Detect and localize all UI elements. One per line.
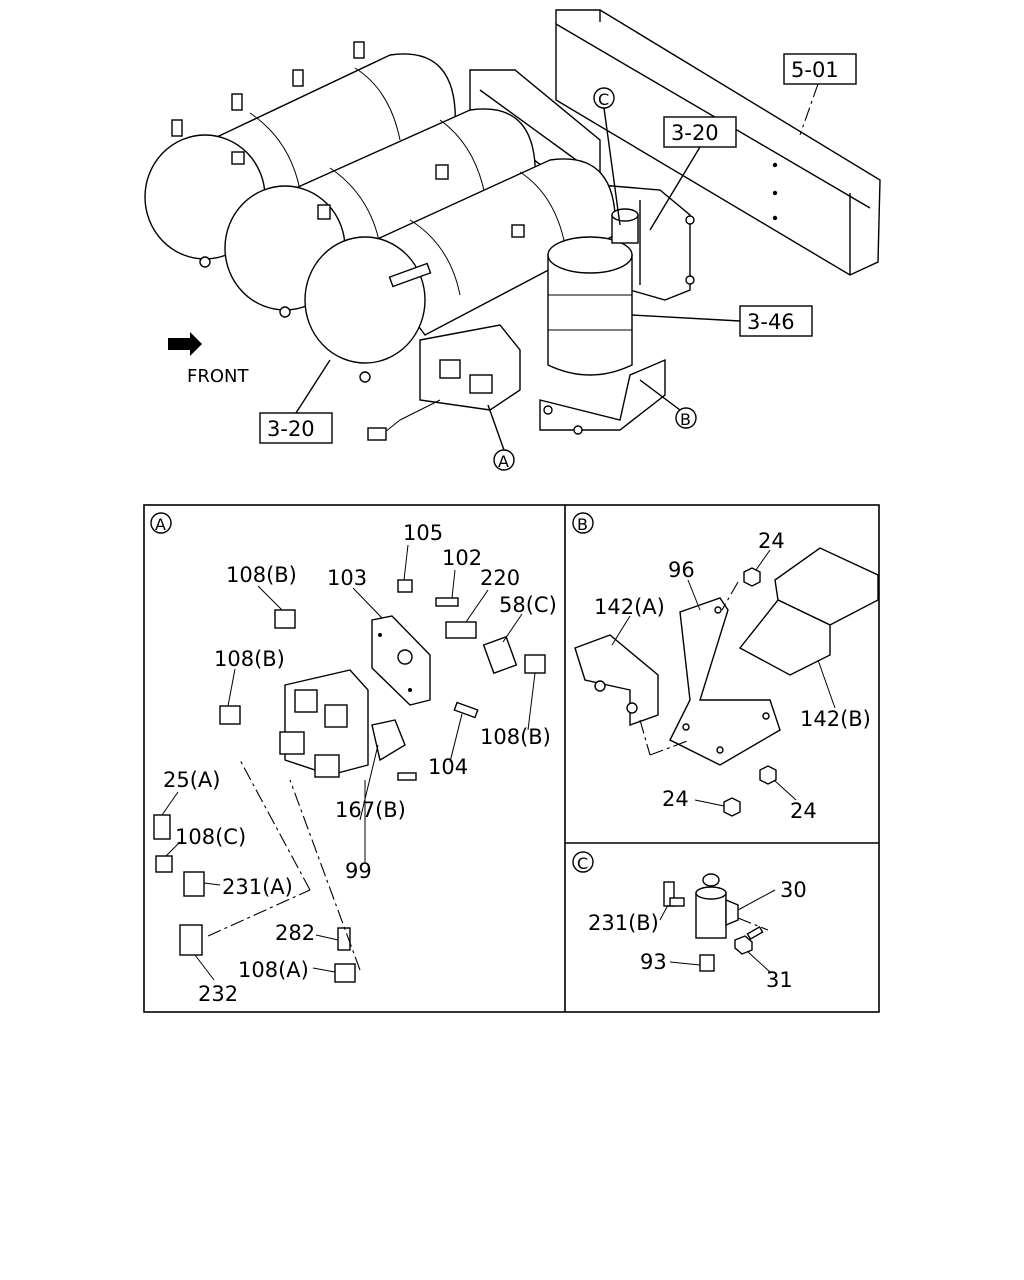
ref-3-20-bottom: 3-20 bbox=[267, 417, 315, 441]
label-24-bottom-right: 24 bbox=[790, 799, 817, 823]
ref-box-3-20-bottom: 3-20 bbox=[259, 359, 333, 444]
callout-a-letter: A bbox=[498, 452, 509, 471]
label-104: 104 bbox=[428, 755, 468, 779]
label-96: 96 bbox=[668, 558, 695, 582]
label-231a: 231(A) bbox=[222, 875, 293, 899]
front-label: FRONT bbox=[187, 366, 249, 387]
callout-b-letter: B bbox=[680, 410, 691, 429]
valve-assembly bbox=[367, 324, 521, 441]
label-105: 105 bbox=[403, 521, 443, 545]
label-142a: 142(A) bbox=[594, 595, 665, 619]
panel-b: B bbox=[572, 512, 879, 817]
label-108b-2: 108(B) bbox=[214, 647, 285, 671]
label-108a: 108(A) bbox=[238, 958, 309, 982]
label-102: 102 bbox=[442, 546, 482, 570]
ref-3-46: 3-46 bbox=[747, 310, 795, 334]
panel-b-marker: B bbox=[577, 515, 588, 534]
label-24-top: 24 bbox=[758, 529, 785, 553]
label-142b: 142(B) bbox=[800, 707, 871, 731]
label-30: 30 bbox=[780, 878, 807, 902]
label-25a: 25(A) bbox=[163, 768, 220, 792]
label-103: 103 bbox=[327, 566, 367, 590]
panel-a-marker: A bbox=[155, 515, 166, 534]
ref-box-3-20-top: 3-20 bbox=[649, 116, 737, 231]
label-232: 232 bbox=[198, 982, 238, 1006]
label-93: 93 bbox=[640, 950, 667, 974]
label-220: 220 bbox=[480, 566, 520, 590]
callout-c-letter: C bbox=[598, 90, 609, 109]
callout-c: C bbox=[593, 87, 621, 226]
panel-c-marker: C bbox=[577, 854, 588, 873]
ref-box-5-01: 5-01 bbox=[783, 53, 857, 136]
label-108b-1: 108(B) bbox=[226, 563, 297, 587]
label-31: 31 bbox=[766, 968, 793, 992]
ref-5-01: 5-01 bbox=[791, 58, 839, 82]
ref-3-20-top: 3-20 bbox=[671, 121, 719, 145]
label-108c: 108(C) bbox=[175, 825, 246, 849]
label-167b: 167(B) bbox=[335, 798, 406, 822]
callout-b: B bbox=[639, 379, 697, 429]
label-58c: 58(C) bbox=[499, 593, 557, 617]
panel-b-labels: 24 96 142(A) 142(B) 24 24 bbox=[594, 529, 871, 823]
label-24-bottom-left: 24 bbox=[662, 787, 689, 811]
label-231b: 231(B) bbox=[588, 911, 659, 935]
detail-frame bbox=[143, 504, 880, 1013]
callout-a: A bbox=[487, 404, 515, 471]
label-108b-3: 108(B) bbox=[480, 725, 551, 749]
panel-c: C bbox=[572, 851, 776, 973]
panel-a: A bbox=[150, 512, 546, 983]
air-dryer bbox=[539, 236, 666, 435]
label-282: 282 bbox=[275, 921, 315, 945]
label-99: 99 bbox=[345, 859, 372, 883]
ref-box-3-46: 3-46 bbox=[631, 305, 813, 337]
overview-illustration: FRONT 5-01 3-20 3-46 3-20 C bbox=[144, 9, 881, 471]
solenoid-valve bbox=[611, 208, 639, 244]
front-arrow-icon bbox=[168, 332, 202, 356]
panel-c-labels: 30 231(B) 93 31 bbox=[588, 878, 807, 992]
panel-a-labels: 105 102 103 220 58(C) 108(B) 108(B) 108(… bbox=[163, 521, 557, 1006]
